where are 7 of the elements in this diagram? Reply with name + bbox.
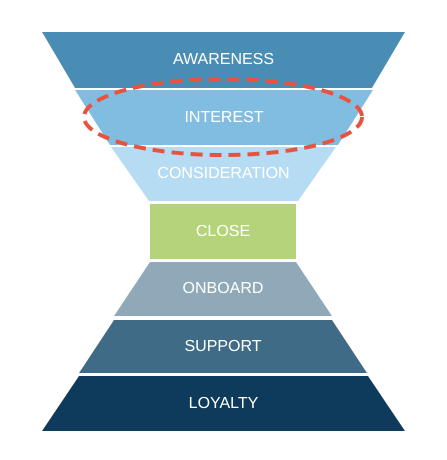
stage-label: INTEREST xyxy=(184,108,264,126)
stage-label: CONSIDERATION xyxy=(157,165,290,183)
stage-label: ONBOARD xyxy=(182,280,264,298)
stage-label: AWARENESS xyxy=(172,51,274,69)
stage-label: SUPPORT xyxy=(184,338,262,356)
stage-label: LOYALTY xyxy=(188,394,258,412)
stage-label: CLOSE xyxy=(196,222,250,240)
